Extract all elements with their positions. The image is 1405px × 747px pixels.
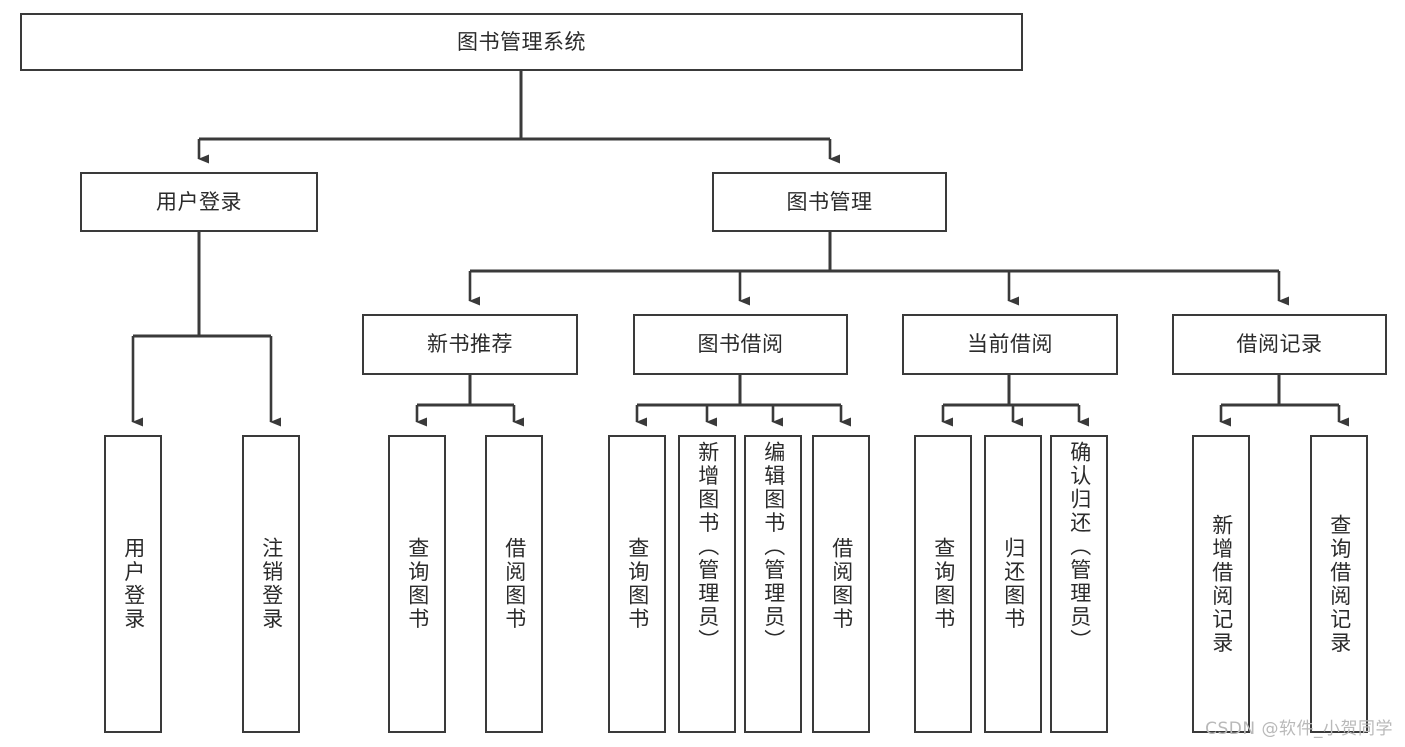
node-leaf-borrow-borrow-book[interactable]: 借阅图书 [812,435,870,733]
node-label-user-login: 用户登录 [156,189,242,214]
node-leaf-user-login[interactable]: 用户登录 [104,435,162,733]
node-root[interactable]: 图书管理系统 [20,13,1023,71]
node-leaf-user-logout[interactable]: 注销登录 [242,435,300,733]
node-label-leaf-borrow-add-book: 新增图书（管理员） [695,441,720,653]
node-leaf-borrow-add-book[interactable]: 新增图书（管理员） [678,435,736,733]
node-book-borrow[interactable]: 图书借阅 [633,314,848,375]
node-label-leaf-borrow-query-book: 查询图书 [625,537,650,631]
node-book-manage[interactable]: 图书管理 [712,172,947,232]
node-leaf-cur-return-book[interactable]: 归还图书 [984,435,1042,733]
node-leaf-rec-query-record[interactable]: 查询借阅记录 [1310,435,1368,733]
node-label-leaf-cur-confirm-return: 确认归还（管理员） [1067,441,1092,653]
node-label-leaf-rec-query-record: 查询借阅记录 [1327,513,1352,655]
node-label-leaf-user-logout: 注销登录 [259,537,284,631]
node-label-root: 图书管理系统 [457,29,586,54]
node-leaf-rec-query-book[interactable]: 查询图书 [388,435,446,733]
node-label-borrow-record: 借阅记录 [1236,332,1323,357]
node-label-new-book-rec: 新书推荐 [427,332,513,357]
node-borrow-record[interactable]: 借阅记录 [1172,314,1387,375]
node-label-leaf-user-login: 用户登录 [121,537,146,631]
node-label-leaf-cur-query-book: 查询图书 [931,537,956,631]
node-leaf-cur-query-book[interactable]: 查询图书 [914,435,972,733]
node-label-leaf-rec-add-record: 新增借阅记录 [1209,513,1234,655]
edges-group [131,71,1349,427]
node-leaf-cur-confirm-return[interactable]: 确认归还（管理员） [1050,435,1108,733]
node-label-current-borrow: 当前借阅 [967,332,1053,357]
node-label-leaf-rec-borrow-book: 借阅图书 [502,537,527,631]
node-label-book-manage: 图书管理 [786,189,873,214]
node-label-leaf-rec-query-book: 查询图书 [405,537,430,631]
node-leaf-borrow-query-book[interactable]: 查询图书 [608,435,666,733]
node-user-login[interactable]: 用户登录 [80,172,318,232]
node-leaf-rec-add-record[interactable]: 新增借阅记录 [1192,435,1250,733]
node-leaf-borrow-edit-book[interactable]: 编辑图书（管理员） [744,435,802,733]
node-label-book-borrow: 图书借阅 [697,332,784,357]
node-label-leaf-cur-return-book: 归还图书 [1001,537,1026,631]
node-label-leaf-borrow-borrow-book: 借阅图书 [829,537,854,631]
node-current-borrow[interactable]: 当前借阅 [902,314,1118,375]
node-label-leaf-borrow-edit-book: 编辑图书（管理员） [761,441,786,653]
node-leaf-rec-borrow-book[interactable]: 借阅图书 [485,435,543,733]
node-new-book-rec[interactable]: 新书推荐 [362,314,578,375]
